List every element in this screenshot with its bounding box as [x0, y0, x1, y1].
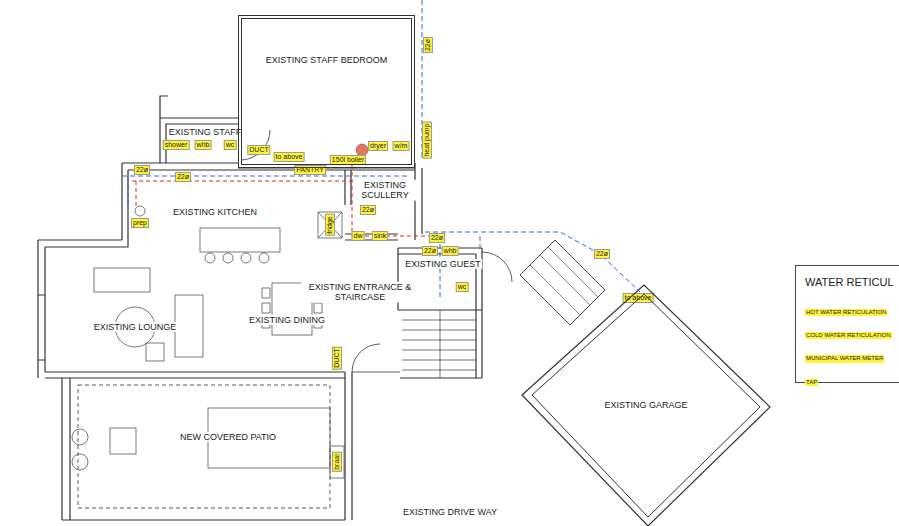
garage-outline: EXISTING GARAGE: [520, 283, 772, 526]
fixture-tag: to above: [274, 152, 305, 162]
room-label: EXISTING STAFF: [168, 127, 242, 137]
prep-sink: [135, 206, 145, 216]
legend-entry: COLD WATER RETICULATION: [805, 332, 892, 339]
fixture-tag: DUCT: [247, 145, 270, 155]
fixture-tag: 22ø: [134, 165, 150, 175]
fixture-tag: heat pump: [422, 121, 432, 158]
fridge-box: [318, 212, 342, 238]
legend-entry: TAP: [805, 379, 818, 386]
fixture-tag: 22ø: [422, 246, 438, 256]
braai-unit: [330, 446, 344, 478]
room-label: EXISTING DRIVE WAY: [402, 507, 498, 517]
staff-door: [242, 130, 270, 160]
fixture-tag: sink: [372, 231, 388, 241]
outside-stairs: [520, 240, 605, 325]
fixture-tag: fridge: [325, 214, 335, 236]
room-label: NEW COVERED PATIO: [179, 432, 277, 442]
stool: [241, 253, 251, 263]
fixture-tag: 22ø: [594, 249, 610, 259]
hot-water-pipe: [132, 165, 440, 236]
stair-treads: [402, 310, 476, 378]
fixture-tag: braai: [332, 452, 342, 472]
lounge-walls: [38, 234, 128, 378]
room-label: EXISTING GARAGE: [604, 400, 687, 410]
stool: [205, 253, 215, 263]
legend-entry: HOT WATER RETICULATION: [805, 309, 887, 316]
sofa: [175, 295, 203, 357]
kitchen-walls: [122, 163, 415, 240]
legend-entry: MUNICIPAL WATER METER: [805, 355, 884, 362]
stool: [259, 253, 269, 263]
fixture-tag: whb: [442, 246, 459, 256]
outside-stair-treads: [530, 247, 598, 315]
room-label: EXISTING LOUNGE: [93, 322, 178, 332]
patio-walls: [45, 372, 352, 520]
legend-title: WATER RETICUL: [805, 276, 899, 288]
patio-roof-line: [78, 385, 330, 508]
stool: [223, 253, 233, 263]
fixture-tag: wc: [224, 140, 237, 150]
patio-chair: [72, 429, 88, 445]
room-label: EXISTING SCULLERY: [354, 180, 416, 201]
fixture-tag: 22ø: [175, 172, 191, 182]
garage-wall-outer: [522, 285, 770, 526]
coffee-table: [146, 343, 164, 361]
fixture-tag: prep: [131, 218, 149, 228]
guest-stair-walls: [398, 248, 482, 378]
room-box: EXISTING STAFF BEDROOM: [238, 15, 415, 168]
room-label: EXISTING DINING: [248, 315, 326, 325]
fixture-tag: 22ø: [429, 233, 445, 243]
fixture-tag: wc: [456, 282, 469, 292]
fixture-tag: DUCT: [332, 346, 342, 369]
room-label: EXISTING STAFF BEDROOM: [266, 55, 387, 65]
room-label: EXISTING ENTRANCE & STAIRCASE: [301, 282, 419, 303]
fixture-tag: dryer: [368, 141, 388, 151]
kitchen-island: [200, 228, 280, 252]
patio-chair: [72, 454, 88, 470]
cold-water-pipe: [122, 0, 640, 300]
fixture-tag: shower: [163, 140, 190, 150]
legend-box: WATER RETICUL HOT WATER RETICULATION COLD …: [795, 265, 899, 383]
side-table: [110, 428, 136, 454]
room-label: EXISTING GUEST: [404, 259, 482, 269]
fixture-tag: w/m: [393, 141, 410, 151]
sofa: [94, 268, 150, 292]
fixture-tag: 22ø: [423, 37, 433, 53]
fixture-tag: dw: [352, 231, 365, 241]
garage-wall-inner: [532, 294, 760, 517]
fixture-tag: 22ø: [360, 205, 376, 215]
fixture-tag: whb: [195, 140, 212, 150]
entrance-door: [352, 252, 512, 372]
room-label: EXISTING KITCHEN: [172, 207, 258, 217]
scullery-walls: [345, 163, 422, 240]
fixture-tag: 150l boiler: [330, 155, 366, 165]
